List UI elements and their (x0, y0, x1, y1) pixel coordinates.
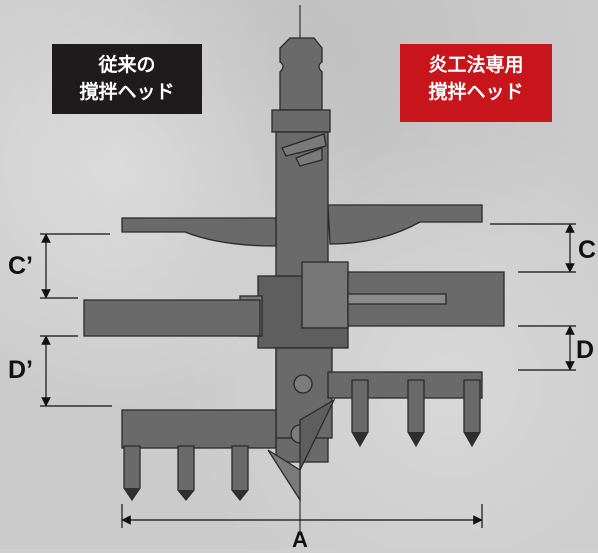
dim-label-a: A (292, 527, 308, 552)
tooth-tip-right-2 (408, 432, 424, 446)
rake-left-bar (121, 409, 277, 449)
blade-lower-left (83, 299, 261, 337)
blade-upper-left (121, 217, 277, 247)
shaft-tip-2 (299, 398, 336, 471)
shaft-wedge (281, 133, 327, 157)
tooth-tip-left-1 (124, 488, 140, 500)
tooth-tip-right-1 (352, 432, 368, 446)
conventional-head-label: 従来の 撹拌ヘッド (52, 44, 202, 114)
new-label-line1: 炎工法専用 (428, 54, 524, 76)
dim-label-c-conv: C’ (8, 252, 33, 280)
hub-block (301, 261, 349, 329)
blade-lower-right-bar (347, 293, 447, 305)
blade-upper-right (327, 204, 483, 245)
shaft-hole-1 (293, 374, 313, 394)
shaft-collar (271, 109, 331, 133)
dim-label-d-new: D (576, 336, 595, 364)
new-head-label: 炎工法専用 撹拌ヘッド (400, 44, 552, 122)
shaft-top (279, 37, 323, 111)
new-label-line2: 撹拌ヘッド (428, 81, 524, 103)
dim-label-c-new: C (578, 236, 597, 264)
rake-right-bar (327, 371, 483, 399)
conventional-label-line2: 撹拌ヘッド (79, 81, 175, 103)
dim-label-d-conv: D’ (8, 356, 33, 384)
conventional-label-line1: 従来の (98, 54, 156, 76)
tooth-tip-left-2 (178, 490, 194, 500)
tooth-tip-right-3 (464, 432, 480, 446)
tooth-tip-left-3 (232, 490, 248, 500)
shaft-wedge-2 (295, 147, 323, 167)
shaft-tip (267, 449, 301, 503)
